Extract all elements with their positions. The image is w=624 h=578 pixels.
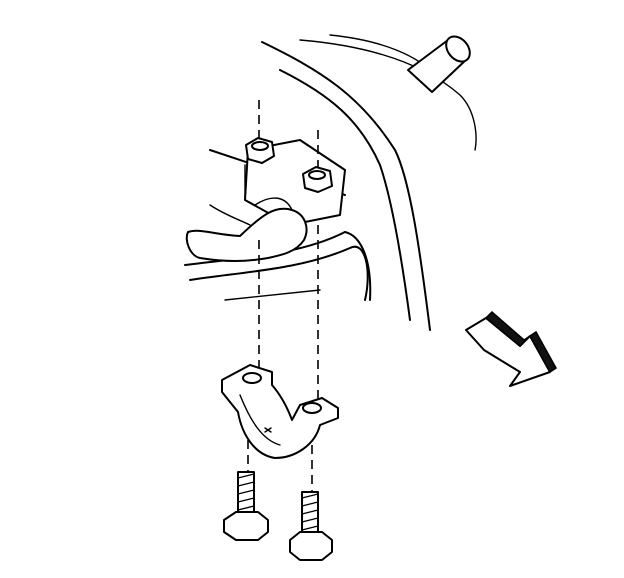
- bolt-left: [223, 471, 269, 541]
- driveshaft-tube: [407, 35, 471, 93]
- upper-nut-left: [245, 137, 275, 164]
- stabilizer-bar: [185, 197, 308, 262]
- front-direction-arrow-icon: [465, 310, 557, 387]
- upper-nut-right: [302, 166, 333, 193]
- bolt-right: [289, 491, 333, 561]
- stabilizer-bracket: [221, 364, 339, 459]
- upper-mount-block: [244, 139, 346, 226]
